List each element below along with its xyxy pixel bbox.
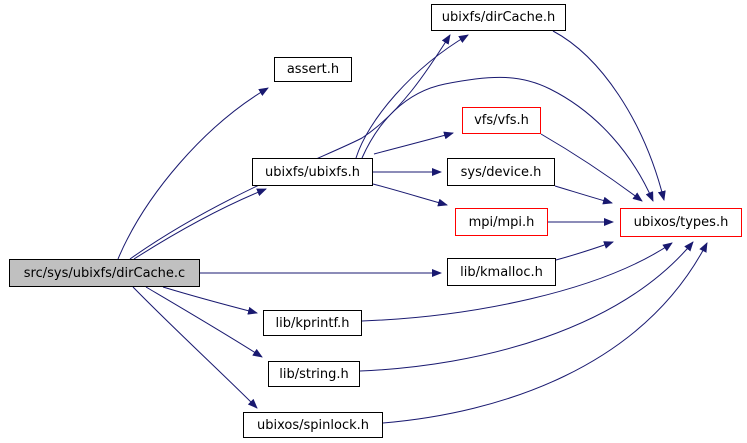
edge-dircache-c-to-dircache-h xyxy=(129,34,451,260)
edge-string-h-to-types-h xyxy=(359,241,694,372)
edge-kmalloc-h-to-types-h xyxy=(555,241,614,261)
edge-dircache-c-to-string-h xyxy=(145,286,263,358)
edge-ubixfs-h-to-mpi-h xyxy=(372,183,448,207)
edge-device-h-to-types-h xyxy=(554,185,613,205)
node-lib-kmalloc-h[interactable]: lib/kmalloc.h xyxy=(447,258,556,286)
edge-dircache-c-to-ubixfs-h xyxy=(133,188,267,260)
edge-kprintf-h-to-types-h xyxy=(361,242,673,322)
node-vfs-vfs-h[interactable]: vfs/vfs.h xyxy=(462,107,541,134)
node-ubixos-types-h[interactable]: ubixos/types.h xyxy=(620,208,742,237)
edge-ubixfs-h-to-vfs-h xyxy=(373,131,454,155)
edge-ubixfs-h-to-types-h xyxy=(361,76,654,202)
edge-dircache-c-to-assert-h xyxy=(117,87,269,260)
edge-spinlock-h-to-types-h xyxy=(382,242,708,424)
node-ubixos-spinlock-h[interactable]: ubixos/spinlock.h xyxy=(243,412,383,438)
node-lib-kprintf-h[interactable]: lib/kprintf.h xyxy=(263,310,362,336)
node-ubixfs-dircache-h[interactable]: ubixfs/dirCache.h xyxy=(431,4,566,31)
edge-dircache-c-to-spinlock-h xyxy=(132,286,258,409)
node-lib-string-h[interactable]: lib/string.h xyxy=(268,361,360,387)
edge-dircache-h-to-types-h xyxy=(552,30,666,201)
node-assert-h[interactable]: assert.h xyxy=(274,57,352,82)
node-sys-device-h[interactable]: sys/device.h xyxy=(447,158,555,186)
edge-vfs-h-to-types-h xyxy=(540,133,643,202)
edge-ubixfs-h-to-dircache-h xyxy=(355,34,469,159)
node-mpi-mpi-h[interactable]: mpi/mpi.h xyxy=(455,208,548,236)
edge-dircache-c-to-kprintf-h xyxy=(162,286,258,315)
node-src-sys-ubixfs-dircache-c: src/sys/ubixfs/dirCache.c xyxy=(9,259,200,287)
node-ubixfs-ubixfs-h[interactable]: ubixfs/ubixfs.h xyxy=(252,158,373,186)
